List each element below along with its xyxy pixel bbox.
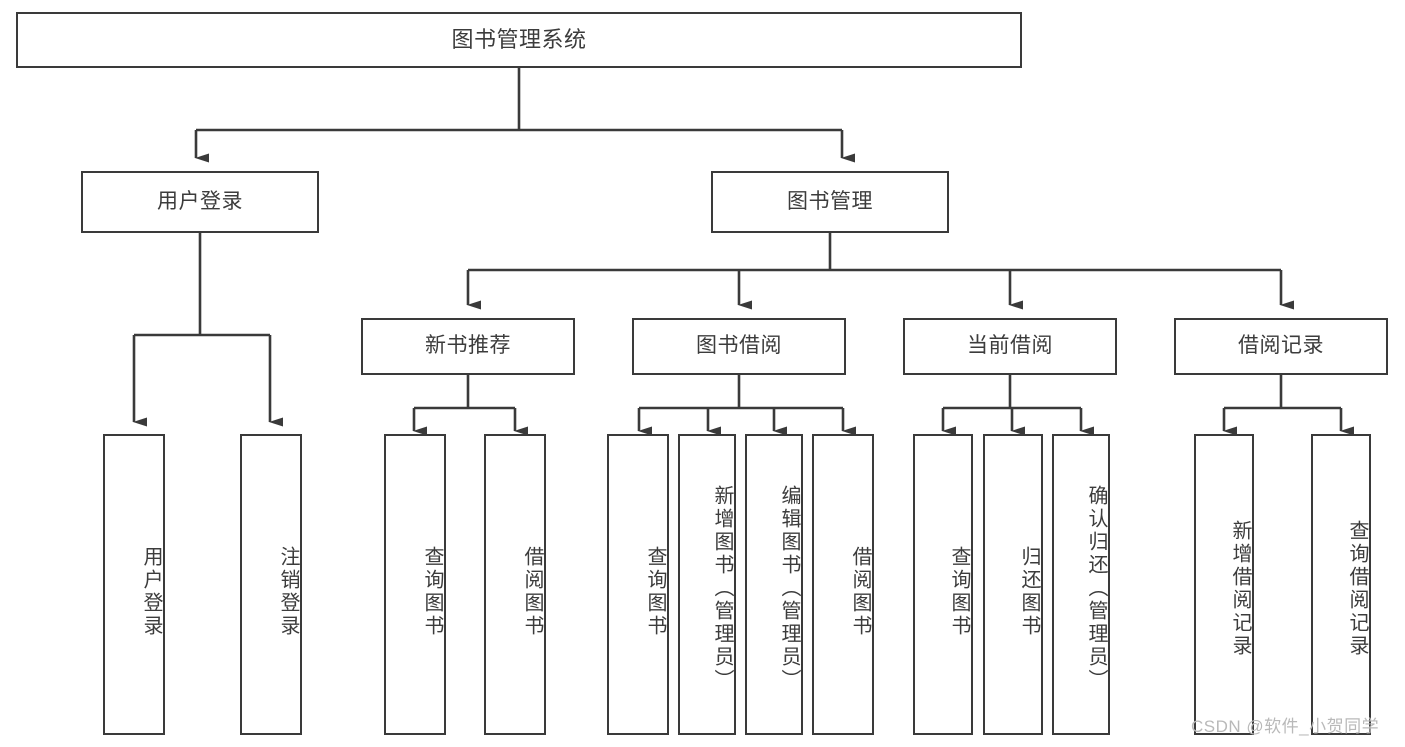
node-leaf-query-book-3[interactable]: 查询图书 xyxy=(913,434,973,735)
node-book-borrow-label: 图书借阅 xyxy=(696,334,782,358)
node-leaf-add-record[interactable]: 新增借阅记录 xyxy=(1194,434,1254,735)
node-current-borrow[interactable]: 当前借阅 xyxy=(903,318,1117,375)
node-borrow-record[interactable]: 借阅记录 xyxy=(1174,318,1388,375)
node-new-book-rec-label: 新书推荐 xyxy=(425,334,511,358)
node-leaf-edit-book-label: 编辑图书（管理员） xyxy=(778,485,800,692)
node-leaf-borrow-book-1-label: 借阅图书 xyxy=(521,545,543,638)
node-leaf-borrow-book-2-label: 借阅图书 xyxy=(849,545,871,638)
node-book-manage[interactable]: 图书管理 xyxy=(711,171,949,233)
node-leaf-add-book-label: 新增图书（管理员） xyxy=(711,485,733,692)
node-leaf-add-record-label: 新增借阅记录 xyxy=(1229,519,1251,658)
node-book-borrow[interactable]: 图书借阅 xyxy=(632,318,846,375)
node-leaf-borrow-book-2[interactable]: 借阅图书 xyxy=(812,434,874,735)
node-leaf-confirm-return[interactable]: 确认归还（管理员） xyxy=(1052,434,1110,735)
node-leaf-logout-label: 注销登录 xyxy=(277,545,299,638)
node-borrow-record-label: 借阅记录 xyxy=(1238,334,1324,358)
node-leaf-return-book[interactable]: 归还图书 xyxy=(983,434,1043,735)
node-leaf-confirm-return-label: 确认归还（管理员） xyxy=(1085,485,1107,692)
node-root[interactable]: 图书管理系统 xyxy=(16,12,1022,68)
node-leaf-query-record[interactable]: 查询借阅记录 xyxy=(1311,434,1371,735)
node-leaf-query-book-1-label: 查询图书 xyxy=(421,545,443,638)
node-user-login[interactable]: 用户登录 xyxy=(81,171,319,233)
node-leaf-user-login[interactable]: 用户登录 xyxy=(103,434,165,735)
node-leaf-logout[interactable]: 注销登录 xyxy=(240,434,302,735)
node-leaf-query-book-1[interactable]: 查询图书 xyxy=(384,434,446,735)
node-leaf-return-book-label: 归还图书 xyxy=(1018,545,1040,638)
node-user-login-label: 用户登录 xyxy=(157,189,243,213)
node-leaf-query-book-2-label: 查询图书 xyxy=(644,545,666,638)
node-current-borrow-label: 当前借阅 xyxy=(967,334,1053,358)
node-root-label: 图书管理系统 xyxy=(451,27,587,53)
node-new-book-rec[interactable]: 新书推荐 xyxy=(361,318,575,375)
node-leaf-query-book-3-label: 查询图书 xyxy=(948,545,970,638)
node-leaf-query-record-label: 查询借阅记录 xyxy=(1346,519,1368,658)
node-leaf-edit-book[interactable]: 编辑图书（管理员） xyxy=(745,434,803,735)
node-leaf-borrow-book-1[interactable]: 借阅图书 xyxy=(484,434,546,735)
node-leaf-user-login-label: 用户登录 xyxy=(140,545,162,638)
node-leaf-add-book[interactable]: 新增图书（管理员） xyxy=(678,434,736,735)
node-book-manage-label: 图书管理 xyxy=(787,189,873,213)
node-leaf-query-book-2[interactable]: 查询图书 xyxy=(607,434,669,735)
